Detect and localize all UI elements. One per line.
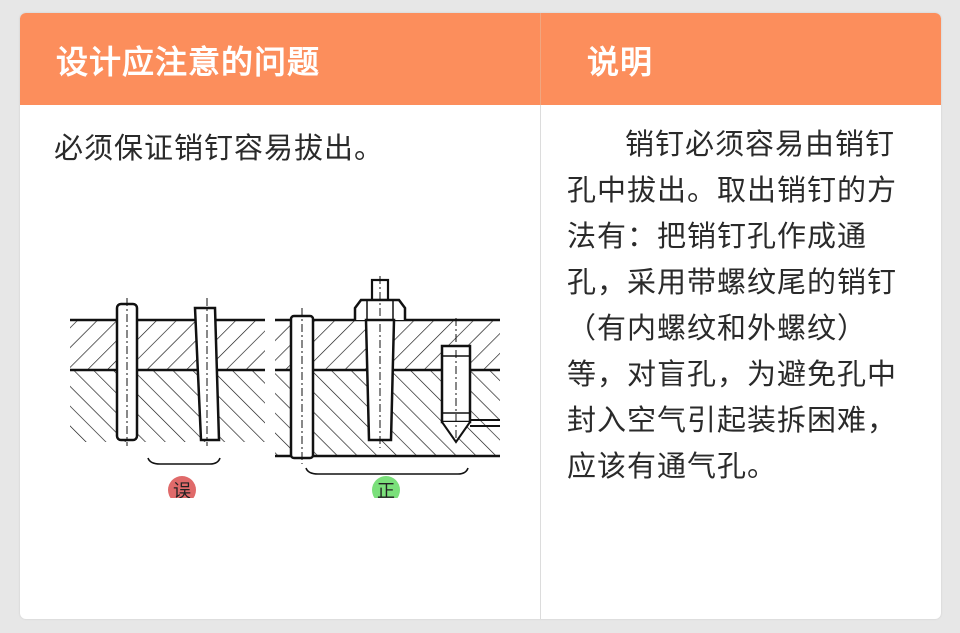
table-header: 设计应注意的问题 说明 — [20, 13, 941, 105]
design-issue-text: 必须保证销钉容易拔出。 — [54, 131, 385, 165]
explanation-text: 销钉必须容易由销钉孔中拔出。取出销钉的方法有：把销钉孔作成通孔，采用带螺纹尾的销… — [567, 127, 898, 483]
correct-assembly — [275, 276, 500, 475]
wrong-assembly — [70, 298, 265, 465]
right-label: 正 — [377, 481, 395, 498]
header-explanation: 说明 — [587, 43, 654, 81]
column-divider-header — [540, 13, 541, 105]
wrong-label: 误 — [173, 481, 191, 498]
column-divider — [540, 13, 541, 619]
info-card: 设计应注意的问题 说明 必须保证销钉容易拔出。 销钉必须容易由销钉孔中拔出。取出… — [20, 13, 941, 619]
wrong-badge — [168, 476, 196, 498]
header-design-issue: 设计应注意的问题 — [56, 43, 321, 81]
right-badge — [372, 476, 400, 498]
pin-drawing: 误 正 — [70, 276, 500, 498]
